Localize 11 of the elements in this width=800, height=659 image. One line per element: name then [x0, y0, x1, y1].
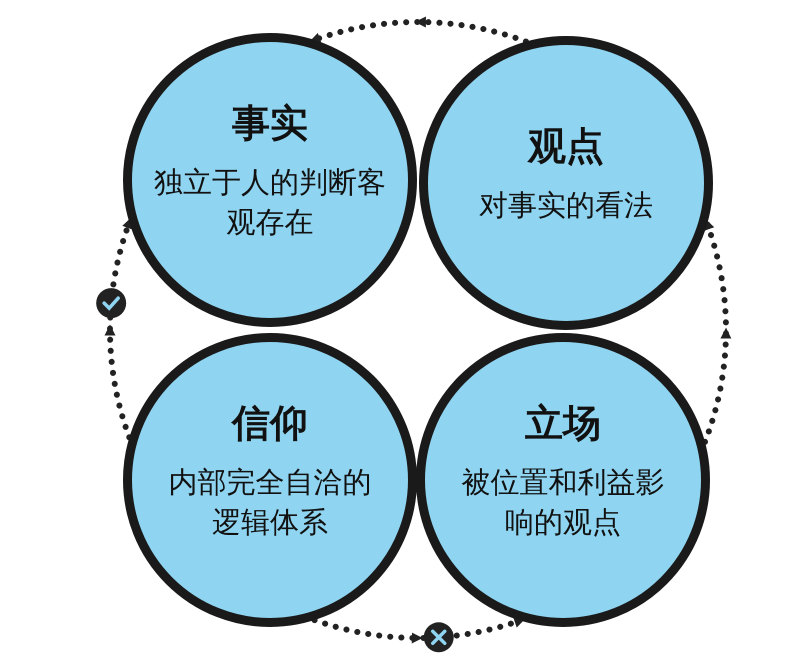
dotted-arrow: [312, 617, 524, 644]
node-description: 对事实的看法: [479, 186, 653, 224]
node-description: 独立于人的判断客观存在: [153, 164, 387, 240]
node-title: 事实: [232, 99, 308, 148]
node-title: 观点: [528, 122, 604, 170]
node-title: 立场: [525, 399, 601, 448]
dotted-arrow: [104, 220, 132, 440]
node-title: 信仰: [232, 399, 308, 448]
dotted-arrow: [312, 16, 529, 45]
node-description: 被位置和利益影响的观点: [460, 464, 666, 540]
node-description: 内部完全自洽的逻辑体系: [168, 464, 372, 540]
